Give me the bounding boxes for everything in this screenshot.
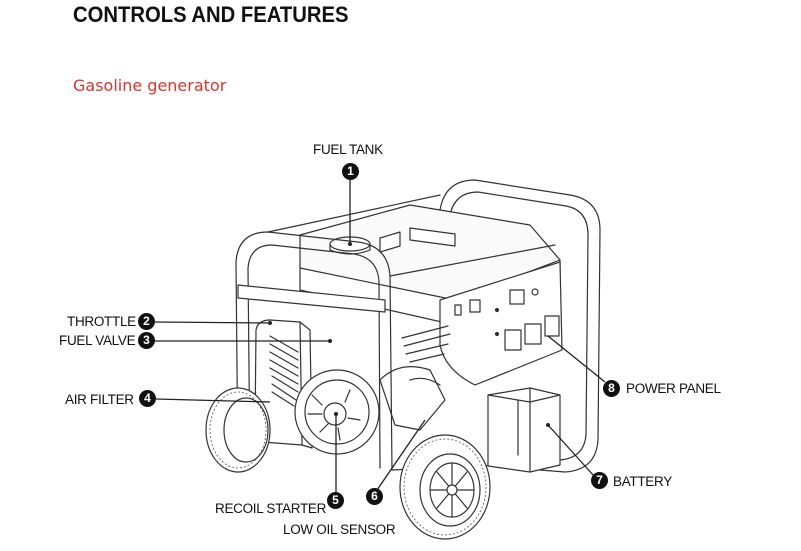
leader-line-7	[547, 424, 595, 477]
leader-line-2	[154, 321, 271, 324]
callout-label-throttle: THROTTLE	[67, 314, 136, 329]
front-frame	[235, 231, 393, 471]
subtitle: Gasoline generator	[73, 76, 227, 95]
callout-label-air-filter: AIR FILTER	[65, 392, 134, 407]
callout-label-power-panel: POWER PANEL	[626, 381, 721, 396]
callout-badge-7: 7	[591, 472, 608, 489]
callout-badge-8: 8	[603, 380, 620, 397]
callout-label-fuel-valve: FUEL VALVE	[59, 333, 136, 348]
callout-label-low-oil-sensor: LOW OIL SENSOR	[283, 522, 396, 537]
callout-badge-5: 5	[327, 492, 344, 509]
callout-label-battery: BATTERY	[613, 474, 672, 489]
callout-badge-6: 6	[366, 488, 383, 505]
callout-badge-3: 3	[138, 332, 155, 349]
callout-badge-4: 4	[139, 390, 156, 407]
rear-wheel	[205, 387, 271, 473]
rear-frame	[439, 179, 601, 473]
leader-line-4	[155, 398, 271, 403]
callout-label-recoil-starter: RECOIL STARTER	[215, 501, 327, 516]
leader-line-6	[376, 419, 426, 491]
leader-line-8	[547, 335, 606, 383]
callout-badge-1: 1	[342, 163, 359, 180]
page-title: CONTROLS AND FEATURES	[73, 2, 349, 27]
callout-label-fuel-tank: FUEL TANK	[313, 142, 383, 157]
callout-badge-2: 2	[138, 313, 155, 330]
front-wheel	[399, 434, 491, 540]
